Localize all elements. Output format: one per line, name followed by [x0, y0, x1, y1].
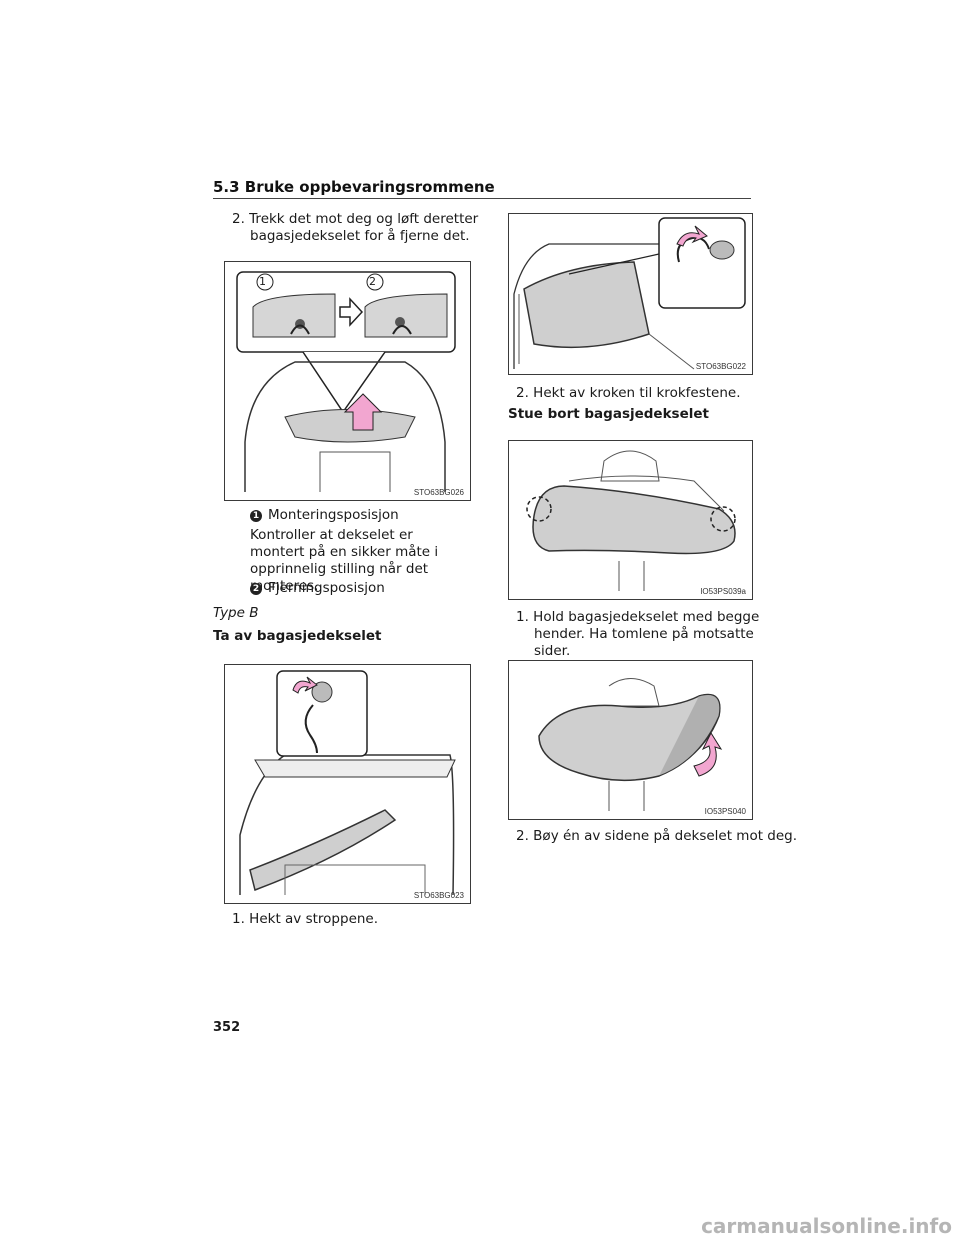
unhook-straps-illustration	[239, 670, 456, 896]
step-unhook-hook: 2. Hekt av kroken til krokfestene.	[516, 385, 741, 401]
section-title: 5.3 Bruke oppbevaringsrommene	[213, 178, 495, 196]
figure-code: IO53PS039a	[700, 587, 746, 596]
step-pull-and-lift: 2. Trekk det mot deg og løft deretter ba…	[232, 211, 479, 244]
step-unhook-straps: 1. Hekt av stroppene.	[232, 911, 379, 927]
item-2: 2 Fjerningsposisjon	[250, 580, 470, 597]
figure-cover-removal: 1 2 STO63BG026	[224, 261, 471, 501]
item-2-badge: 2	[250, 583, 262, 595]
figure-code: STO63BG023	[413, 891, 464, 900]
unhook-hook-illustration	[513, 217, 746, 370]
section-rule	[213, 198, 751, 199]
type-label: Type B	[213, 605, 259, 621]
bend-cover-illustration	[538, 678, 723, 811]
figure-code: STO63BG022	[695, 362, 746, 371]
item-1: 1 Monteringsposisjon	[250, 507, 470, 524]
callout-number-1: 1	[259, 275, 266, 288]
page-number: 352	[213, 1020, 241, 1035]
step-bend-cover: 2. Bøy én av sidene på dekselet mot deg.	[516, 828, 798, 844]
figure-bend-cover: IO53PS040	[508, 660, 753, 820]
item-1-badge: 1	[250, 510, 262, 522]
store-heading: Stue bort bagasjedekselet	[508, 406, 709, 422]
figure-unhook-straps: STO63BG023	[224, 664, 471, 904]
item-1-note: Kontroller at dekselet er montert på en …	[250, 527, 439, 594]
hold-cover-illustration	[526, 450, 736, 591]
figure-hold-cover: IO53PS039a	[508, 440, 753, 600]
figure-code: STO63BG026	[413, 488, 464, 497]
cover-removal-illustration	[236, 271, 456, 492]
figure-code: IO53PS040	[704, 807, 746, 816]
step-hold-cover: 1. Hold bagasjedekselet med begge hender…	[516, 609, 760, 659]
remove-heading: Ta av bagasjedekselet	[213, 628, 382, 644]
callout-number-2: 2	[369, 275, 376, 288]
figure-unhook-hook: STO63BG022	[508, 213, 753, 375]
watermark: carmanualsonline.info	[701, 1214, 952, 1238]
item-2-label: Fjerningsposisjon	[268, 580, 385, 596]
item-1-label: Monteringsposisjon	[268, 507, 399, 523]
